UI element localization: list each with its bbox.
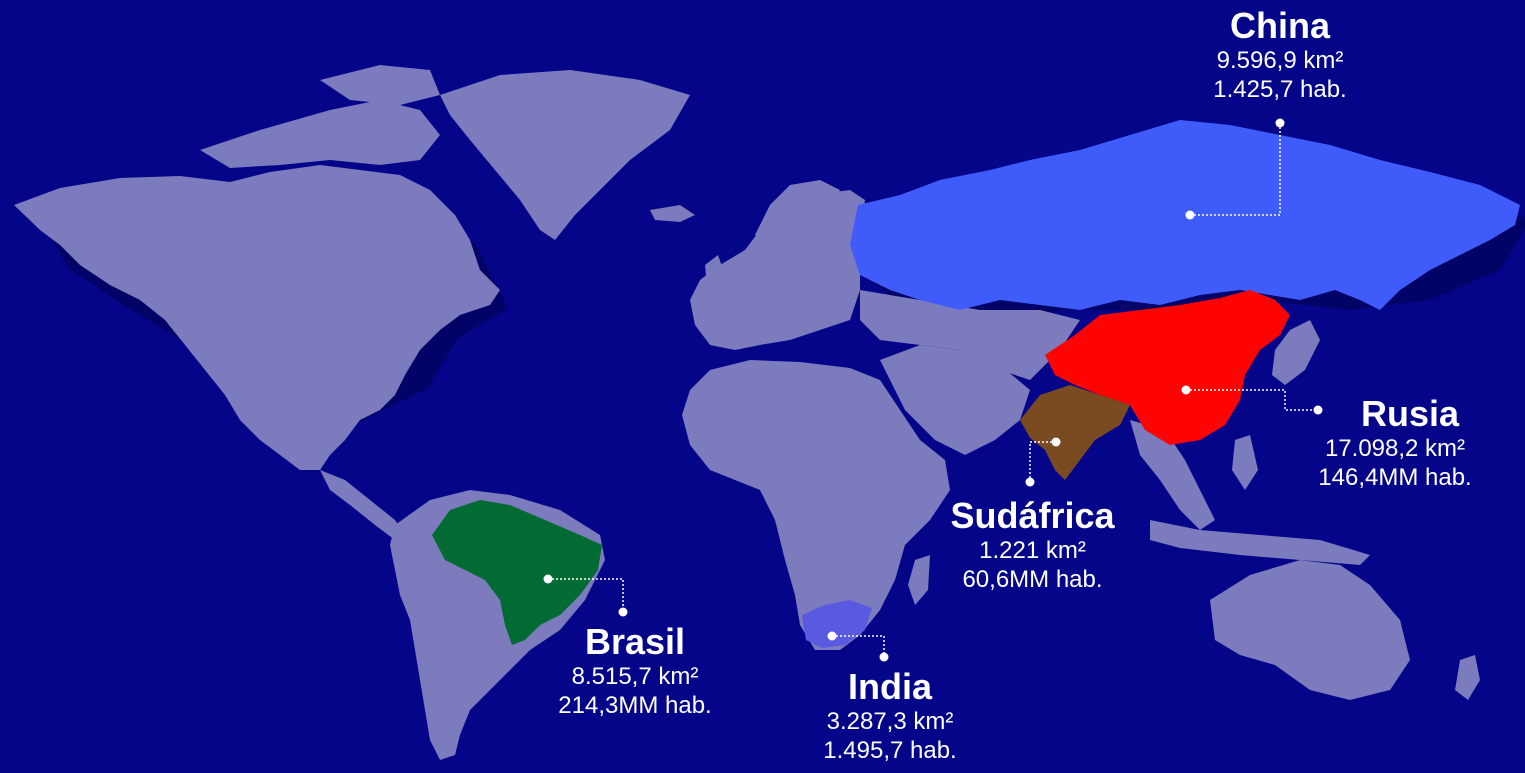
- leader-rusia: [1181, 385, 1323, 415]
- arctic-islands-north: [320, 65, 440, 105]
- madagascar: [908, 555, 930, 605]
- indonesia: [1150, 520, 1370, 565]
- label-rusia-area: 17.098,2 km²: [1324, 435, 1466, 463]
- brazil-region[interactable]: [432, 500, 602, 645]
- label-india-population: 1.495,7 hab.: [823, 736, 957, 764]
- label-china-population: 1.425,7 hab.: [1213, 75, 1347, 103]
- label-brasil-population: 214,3MM hab.: [558, 691, 712, 719]
- label-brasil: Brasil 8.515,7 km² 214,3MM hab.: [530, 620, 740, 721]
- label-sudafrica-name: Sudáfrica: [950, 495, 1115, 536]
- label-rusia-population: 146,4MM hab.: [1318, 463, 1472, 491]
- russia-region[interactable]: [850, 120, 1520, 310]
- leader-brasil: [543, 574, 628, 617]
- scandinavia: [755, 180, 840, 250]
- india-region[interactable]: [1020, 385, 1130, 480]
- iceland: [650, 205, 695, 222]
- united-kingdom: [705, 255, 725, 295]
- north-america: [14, 165, 500, 470]
- label-rusia-name: Rusia: [1360, 393, 1460, 434]
- southeast-asia: [1130, 420, 1215, 530]
- leader-china: [1185, 118, 1285, 220]
- label-india-area: 3.287,3 km²: [826, 708, 954, 736]
- greenland: [440, 70, 690, 240]
- label-brasil-area: 8.515,7 km²: [571, 663, 699, 691]
- label-sudafrica-population: 60,6MM hab.: [962, 565, 1103, 593]
- label-brasil-name: Brasil: [584, 621, 686, 662]
- china-region[interactable]: [1045, 290, 1290, 445]
- leader-sudafrica: [1025, 437, 1061, 487]
- philippines: [1232, 435, 1258, 490]
- new-zealand: [1455, 655, 1480, 700]
- arctic-islands: [200, 100, 440, 168]
- label-china-name: China: [1229, 5, 1330, 46]
- leader-india: [827, 631, 889, 662]
- japan: [1272, 320, 1320, 385]
- africa: [682, 360, 950, 650]
- middle-east: [880, 345, 1030, 455]
- south-africa-region[interactable]: [802, 600, 872, 648]
- label-india: India 3.287,3 km² 1.495,7 hab.: [790, 665, 990, 766]
- central-asia: [860, 290, 1080, 380]
- label-sudafrica: Sudáfrica 1.221 km² 60,6MM hab.: [925, 494, 1140, 595]
- label-sudafrica-area: 1.221 km²: [979, 537, 1086, 565]
- australia: [1210, 560, 1410, 700]
- label-china-area: 9.596,9 km²: [1216, 47, 1344, 75]
- label-china: China 9.596,9 km² 1.425,7 hab.: [1180, 4, 1380, 105]
- central-america: [320, 470, 405, 540]
- label-india-name: India: [847, 666, 932, 707]
- europe: [690, 190, 865, 350]
- label-rusia: Rusia 17.098,2 km² 146,4MM hab.: [1290, 392, 1500, 493]
